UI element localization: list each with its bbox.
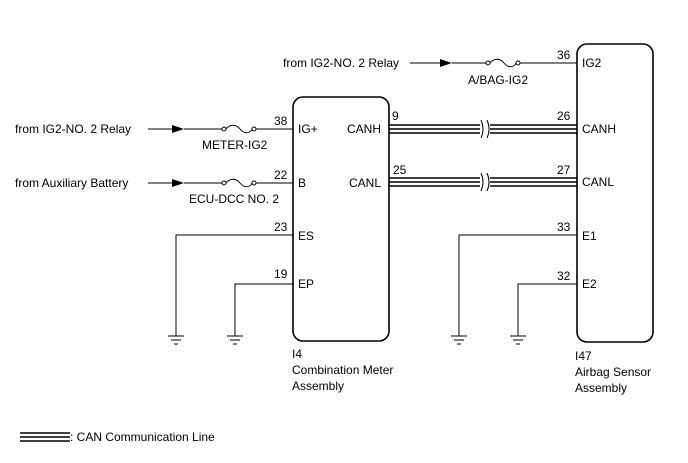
pin-label-ig2: IG2 <box>582 56 602 70</box>
pin-label-b: B <box>298 176 306 190</box>
meter-ig2-circuit: from IG2-NO. 2 Relay METER-IG2 <box>15 122 293 152</box>
pin-number: 23 <box>274 220 288 234</box>
combination-meter-assembly: 38 IG+ 22 B 23 ES 19 EP CANH 9 CANL 25 I… <box>274 96 407 393</box>
legend: : CAN Communication Line <box>20 430 215 444</box>
line-break-icon <box>480 172 490 192</box>
pin-number: 27 <box>557 163 571 177</box>
pin-number: 32 <box>557 269 571 283</box>
ground-icon <box>451 335 467 345</box>
line-break-icon <box>480 119 490 139</box>
pin-label-canl: CANL <box>349 176 381 190</box>
pin-number: 19 <box>274 267 288 281</box>
fuse-label-ecu-dcc: ECU-DCC NO. 2 <box>189 192 279 206</box>
pin-label-ig: IG+ <box>298 122 318 136</box>
ground-icon <box>227 335 243 345</box>
fuse-label-abag: A/BAG-IG2 <box>468 73 528 87</box>
fuse-abag-icon <box>485 58 521 68</box>
pin-number: 9 <box>392 109 399 123</box>
pin-number: 25 <box>393 163 407 177</box>
ground-icon <box>510 335 526 345</box>
pin-number: 26 <box>557 109 571 123</box>
source-label-ig2-relay-left: from IG2-NO. 2 Relay <box>15 122 131 136</box>
wire-e1-ground <box>458 234 577 336</box>
source-label-aux-battery: from Auxiliary Battery <box>15 176 128 190</box>
arrow-icon <box>172 179 184 187</box>
component-name-airbag-sensor: Airbag Sensor <box>575 365 651 379</box>
fuse-label-meter: METER-IG2 <box>202 138 268 152</box>
pin-label-ep: EP <box>298 277 314 291</box>
airbag-sensor-box <box>576 43 654 343</box>
connector-id-airbag-sensor: I47 <box>575 349 592 363</box>
pin-label-es: ES <box>298 229 314 243</box>
can-line-legend-icon <box>20 432 70 442</box>
airbag-sensor-assembly: 36 IG2 26 CANH 27 CANL 33 E1 32 E2 I47 A… <box>557 43 654 395</box>
can-low-line <box>389 172 577 192</box>
combination-meter-box <box>292 96 390 342</box>
arrow-icon <box>172 125 184 133</box>
pin-number: 22 <box>274 168 288 182</box>
wire-es-ground <box>175 234 293 336</box>
fuse-ecu-dcc-icon <box>221 178 257 188</box>
pin-number: 36 <box>557 48 571 62</box>
arrow-icon <box>440 59 452 67</box>
connector-id-combination-meter: I4 <box>292 347 302 361</box>
component-name-combination-meter-line2: Assembly <box>292 379 344 393</box>
ecu-dcc-circuit: from Auxiliary Battery ECU-DCC NO. 2 <box>15 176 293 206</box>
meter-ground-circuit <box>168 234 293 345</box>
pin-label-canh: CANH <box>582 122 616 136</box>
pin-label-canl: CANL <box>582 175 614 189</box>
fuse-meter-icon <box>221 124 257 134</box>
abag-ig2-circuit: from IG2-NO. 2 Relay A/BAG-IG2 <box>283 56 577 87</box>
can-high-line <box>389 119 577 139</box>
source-label-ig2-relay-top: from IG2-NO. 2 Relay <box>283 56 399 70</box>
pin-label-e2: E2 <box>582 277 597 291</box>
ground-icon <box>168 335 184 345</box>
legend-label: : CAN Communication Line <box>70 430 215 444</box>
pin-label-canh: CANH <box>347 122 381 136</box>
wire-ep-ground <box>234 283 293 336</box>
airbag-ground-circuit <box>451 234 577 345</box>
pin-label-e1: E1 <box>582 229 597 243</box>
pin-number: 33 <box>557 220 571 234</box>
wire-e2-ground <box>517 283 577 336</box>
component-name-combination-meter: Combination Meter <box>292 363 393 377</box>
component-name-airbag-sensor-line2: Assembly <box>575 381 627 395</box>
pin-number: 38 <box>274 114 288 128</box>
